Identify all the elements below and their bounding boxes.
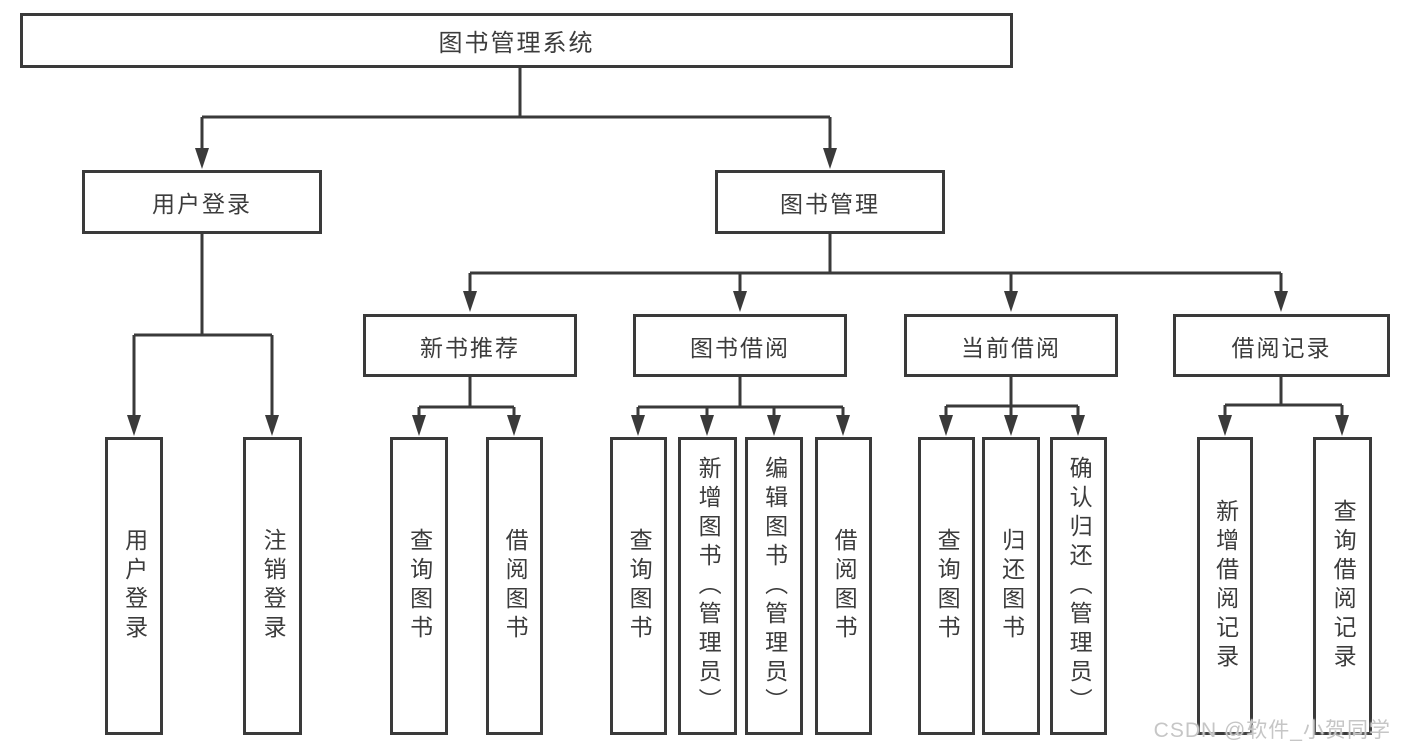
node-borrow-records: 借阅记录 <box>1173 314 1390 377</box>
node-book-management-label: 图书管理 <box>780 191 880 217</box>
node-borrow-records-label: 借阅记录 <box>1231 334 1332 361</box>
watermark: CSDN @软件_小贺同学 <box>1153 719 1391 742</box>
leaf-user-login-label: 用户登录 <box>121 528 148 644</box>
leaf-confirm-return-admin: 确认归还（管理员） <box>1050 437 1107 735</box>
node-book-borrow-label: 图书借阅 <box>690 334 790 361</box>
node-root: 图书管理系统 <box>20 13 1013 68</box>
leaf-borrow-books-2: 借阅图书 <box>815 437 872 735</box>
leaf-borrow-books-2-label: 借阅图书 <box>831 528 858 644</box>
node-new-book-recommend-label: 新书推荐 <box>420 334 520 361</box>
node-book-management: 图书管理 <box>715 170 945 234</box>
node-root-label: 图书管理系统 <box>438 30 595 57</box>
leaf-query-borrow-record: 查询借阅记录 <box>1313 437 1372 735</box>
leaf-add-borrow-record: 新增借阅记录 <box>1197 437 1253 735</box>
leaf-borrow-books-1: 借阅图书 <box>486 437 543 735</box>
leaf-logout-label: 注销登录 <box>260 528 287 644</box>
leaf-query-books-3: 查询图书 <box>918 437 975 735</box>
node-book-borrow: 图书借阅 <box>633 314 847 377</box>
leaf-borrow-books-1-label: 借阅图书 <box>502 528 529 644</box>
leaf-logout: 注销登录 <box>243 437 302 735</box>
leaf-query-books-2-label: 查询图书 <box>626 528 653 644</box>
leaf-query-borrow-record-label: 查询借阅记录 <box>1330 499 1357 673</box>
node-new-book-recommend: 新书推荐 <box>363 314 577 377</box>
node-user-login-group-label: 用户登录 <box>152 191 252 217</box>
leaf-edit-books-admin-label: 编辑图书（管理员） <box>761 455 788 717</box>
leaf-query-books-1-label: 查询图书 <box>406 528 433 644</box>
node-current-borrow-label: 当前借阅 <box>961 334 1061 361</box>
node-current-borrow: 当前借阅 <box>904 314 1118 377</box>
leaf-add-borrow-record-label: 新增借阅记录 <box>1212 499 1239 673</box>
leaf-query-books-3-label: 查询图书 <box>934 528 961 644</box>
leaf-return-books-label: 归还图书 <box>998 528 1025 644</box>
leaf-query-books-2: 查询图书 <box>610 437 667 735</box>
leaf-query-books-1: 查询图书 <box>390 437 448 735</box>
leaf-user-login: 用户登录 <box>105 437 163 735</box>
leaf-confirm-return-admin-label: 确认归还（管理员） <box>1066 455 1093 717</box>
leaf-return-books: 归还图书 <box>982 437 1040 735</box>
leaf-add-books-admin: 新增图书（管理员） <box>678 437 737 735</box>
node-user-login-group: 用户登录 <box>82 170 322 234</box>
leaf-add-books-admin-label: 新增图书（管理员） <box>695 455 722 717</box>
leaf-edit-books-admin: 编辑图书（管理员） <box>745 437 803 735</box>
